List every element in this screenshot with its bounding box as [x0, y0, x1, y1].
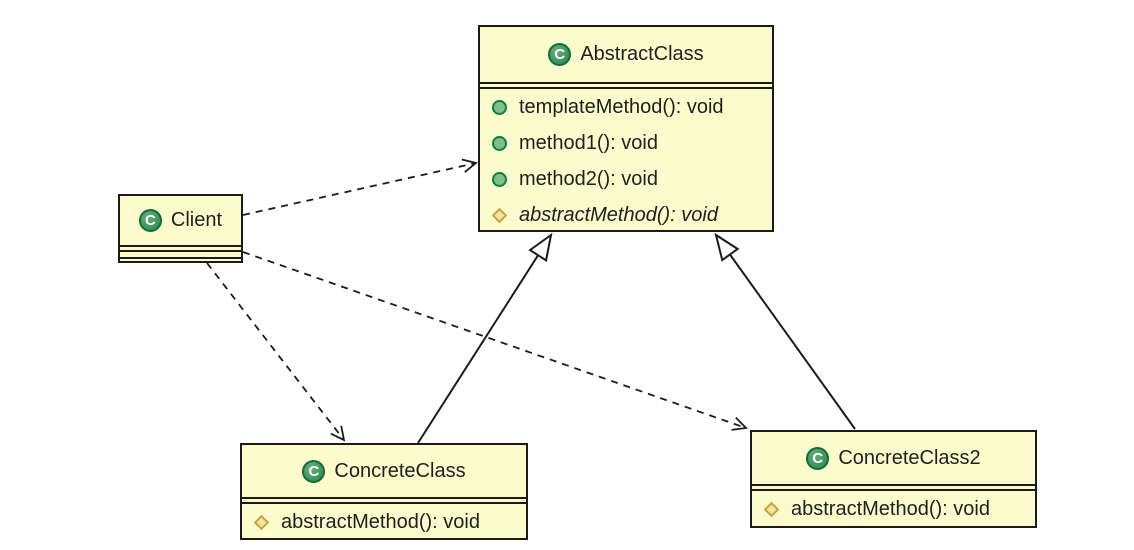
- method-label: abstractMethod(): void: [281, 510, 480, 533]
- public-method-icon: [492, 171, 507, 187]
- class-box-client: C Client: [118, 194, 243, 263]
- protected-method-icon: [253, 514, 270, 530]
- class-icon: C: [138, 209, 162, 232]
- class-icon: C: [806, 446, 830, 470]
- method-label: method2(): void: [519, 167, 658, 190]
- methods-compartment: templateMethod(): void method1(): void m…: [480, 89, 772, 233]
- class-icon: C: [302, 459, 326, 483]
- dependency-arrow-client-to-concreteclass2: [242, 251, 748, 431]
- class-title: C ConcreteClass: [242, 445, 526, 499]
- methods-compartment: abstractMethod(): void: [752, 491, 1035, 528]
- compartment-separator: [752, 486, 1035, 491]
- method-row: abstractMethod(): void: [491, 197, 762, 233]
- public-method-icon: [492, 135, 507, 151]
- class-name: ConcreteClass2: [838, 446, 981, 469]
- class-title: C ConcreteClass2: [752, 432, 1035, 486]
- method-row: abstractMethod(): void: [253, 504, 516, 540]
- method-row: method1(): void: [492, 125, 762, 161]
- class-box-abstractclass: C AbstractClass templateMethod(): void m…: [478, 25, 774, 232]
- fields-compartment-empty: [120, 252, 241, 259]
- class-box-concreteclass: C ConcreteClass abstractMethod(): void: [240, 443, 528, 540]
- method-row: method2(): void: [492, 161, 762, 197]
- method-label: abstractMethod(): void: [791, 498, 990, 520]
- compartment-separator: [242, 499, 526, 504]
- dependency-arrow-client-to-abstractclass: [242, 158, 478, 216]
- compartment-separator: [480, 84, 772, 89]
- compartment-separator: [120, 247, 241, 252]
- dependency-arrow-client-to-concreteclass: [206, 262, 346, 442]
- class-title: C AbstractClass: [480, 27, 772, 84]
- method-row: abstractMethod(): void: [763, 491, 1025, 528]
- inheritance-arrow-concreteclass2-to-abstractclass: [714, 232, 856, 430]
- class-name: ConcreteClass: [334, 459, 466, 482]
- public-method-icon: [492, 99, 507, 115]
- method-label: abstractMethod(): void: [519, 203, 718, 226]
- inheritance-arrow-concreteclass-to-abstractclass: [417, 232, 553, 444]
- protected-method-icon: [491, 207, 508, 223]
- method-label: method1(): void: [519, 131, 658, 154]
- class-box-concreteclass2: C ConcreteClass2 abstractMethod(): void: [750, 430, 1037, 528]
- class-icon: C: [548, 43, 572, 66]
- protected-method-icon: [763, 501, 780, 518]
- class-name: AbstractClass: [580, 43, 704, 65]
- class-name: Client: [170, 209, 223, 231]
- methods-compartment: abstractMethod(): void: [242, 504, 526, 540]
- class-title: C Client: [120, 196, 241, 247]
- method-row: templateMethod(): void: [492, 89, 762, 125]
- method-label: templateMethod(): void: [519, 95, 724, 118]
